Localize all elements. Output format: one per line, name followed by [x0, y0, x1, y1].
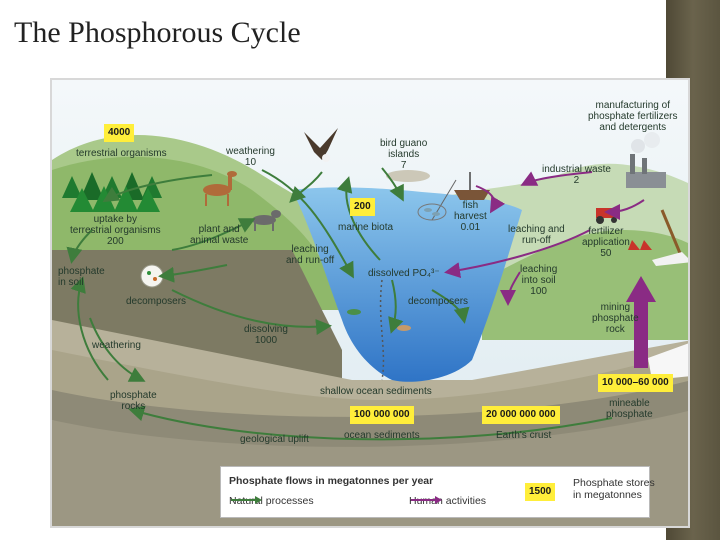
geological-uplift-label: geological uplift	[240, 434, 309, 445]
legend-human-arrow-icon	[409, 495, 443, 505]
page-title: The Phosphorous Cycle	[14, 16, 301, 50]
guano-island	[386, 170, 430, 182]
mineable-phosphate-label: mineable phosphate	[606, 398, 653, 420]
phosphate-rocks-label: phosphate rocks	[110, 390, 157, 412]
mining-label: mining phosphate rock	[592, 302, 639, 335]
mineable-store-value: 10 000–60 000	[598, 374, 673, 392]
ocean-sediments-label: ocean sediments	[344, 430, 420, 441]
dissolving-label: dissolving 1000	[244, 324, 288, 346]
shallow-sediments-label: shallow ocean sediments	[320, 386, 432, 397]
uptake-label: uptake by terrestrial organisms 200	[70, 214, 161, 247]
weathering-top-label: weathering 10	[226, 146, 275, 168]
bird-guano-label: bird guano islands 7	[380, 138, 427, 171]
phosphorus-cycle-diagram: 4000 200 10 000–60 000 100 000 000 20 00…	[50, 78, 690, 528]
legend-natural: Natural processes	[229, 495, 314, 507]
fertilizer-application-label: fertilizer application 50	[582, 226, 630, 259]
legend: Phosphate flows in megatonnes per year N…	[220, 466, 650, 518]
manufacturing-label: manufacturing of phosphate fertilizers a…	[588, 100, 678, 133]
terrestrial-store-value: 4000	[104, 124, 134, 142]
leaching-runoff-left-label: leaching and run-off	[286, 244, 334, 266]
legend-title: Phosphate flows in megatonnes per year	[229, 475, 433, 487]
plant-animal-waste-label: plant and animal waste	[190, 224, 248, 246]
legend-human: Human activities	[409, 495, 486, 507]
marine-biota-label: marine biota	[338, 222, 393, 233]
dissolved-po4-label: dissolved PO₄³⁻	[368, 268, 440, 279]
legend-store-label: Phosphate stores in megatonnes	[573, 477, 655, 501]
ocean-sediment-store-value: 100 000 000	[350, 406, 414, 424]
decomposers-right-label: decomposers	[408, 296, 468, 307]
phosphate-in-soil-label: phosphate in soil	[58, 266, 105, 288]
weathering-left-label: weathering	[92, 340, 141, 351]
leaching-runoff-right-label: leaching and run-off	[508, 224, 565, 246]
decomposer-icon	[141, 265, 163, 287]
leaching-into-soil-label: leaching into soil 100	[520, 264, 557, 297]
marine-store-value: 200	[350, 198, 375, 216]
legend-store-value: 1500	[525, 483, 555, 501]
earths-crust-label: Earth's crust	[496, 430, 551, 441]
decomposers-left-label: decomposers	[126, 296, 186, 307]
crust-store-value: 20 000 000 000	[482, 406, 560, 424]
industrial-waste-label: industrial waste 2	[542, 164, 611, 186]
legend-natural-arrow-icon	[229, 495, 263, 505]
fish-harvest-label: fish harvest 0.01	[454, 200, 487, 233]
terrestrial-organisms-label: terrestrial organisms	[76, 148, 167, 159]
